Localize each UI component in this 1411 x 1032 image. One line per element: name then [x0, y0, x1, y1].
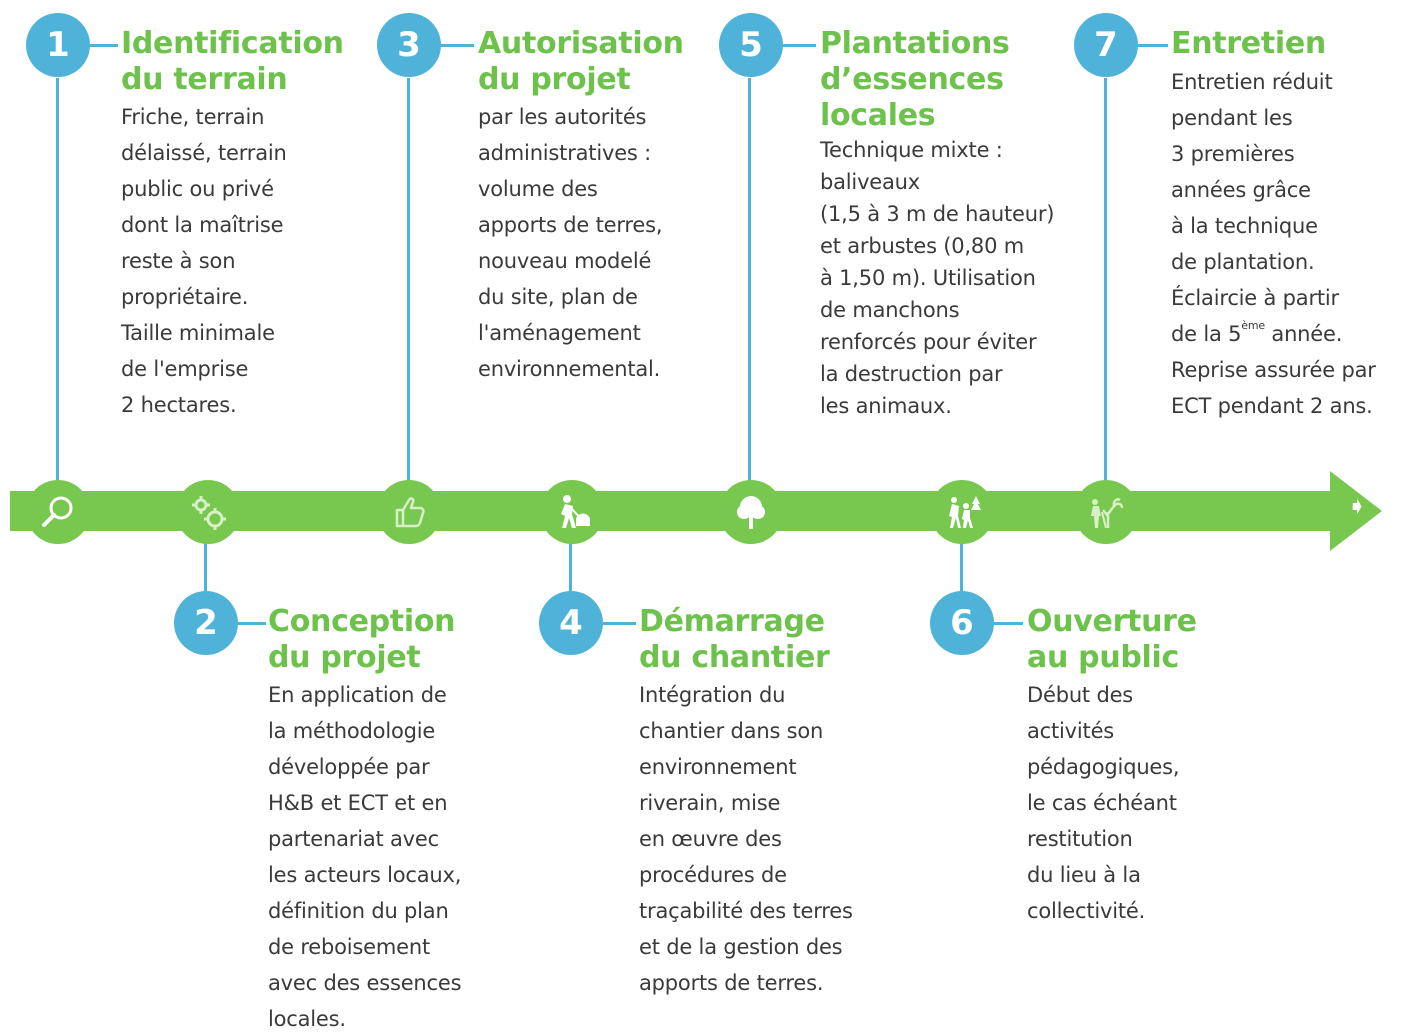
connector-step-1 — [56, 78, 59, 498]
step-description-1: Friche, terrain délaissé, terrain public… — [121, 105, 287, 417]
connector-step-2 — [204, 530, 207, 602]
gardener-icon — [1074, 480, 1138, 544]
connector-step-5 — [748, 78, 751, 498]
gears-icon — [176, 480, 240, 544]
number-link-3 — [440, 44, 474, 47]
step-title-7: Entretien — [1171, 26, 1326, 61]
step-number-6: 6 — [930, 591, 994, 655]
step-description-6: Début des activités pédagogiques, le cas… — [1027, 683, 1180, 923]
step-title-4: Démarrage du chantier — [639, 604, 830, 675]
step-number-3: 3 — [377, 13, 441, 77]
number-link-1 — [88, 44, 118, 47]
step-description-2: En application de la méthodologie dévelo… — [268, 683, 462, 1031]
step-title-1: Identification du terrain — [121, 26, 344, 97]
step-number-2: 2 — [174, 591, 238, 655]
step-description-7: Entretien réduit pendant les 3 premières… — [1171, 64, 1376, 424]
step-title-2: Conception du projet — [268, 604, 456, 675]
step-title-3: Autorisation du projet — [478, 26, 684, 97]
number-link-2 — [236, 622, 266, 625]
hikers-icon — [930, 480, 994, 544]
step-description-5: Technique mixte : baliveaux (1,5 à 3 m d… — [820, 138, 1055, 418]
arrow-end-icon: ➧ — [1347, 492, 1368, 520]
worker-shovel-icon — [540, 480, 604, 544]
search-icon — [26, 480, 90, 544]
connector-step-4 — [569, 530, 572, 602]
connector-step-3 — [407, 78, 410, 498]
thumbs-up-icon — [377, 480, 441, 544]
step-7-text-end: année. Reprise assurée par ECT pendant 2… — [1171, 322, 1376, 418]
number-link-7 — [1138, 44, 1168, 47]
tree-icon — [719, 480, 783, 544]
connector-step-7 — [1104, 78, 1107, 498]
connector-step-6 — [960, 530, 963, 602]
timeline-arrowhead — [1330, 471, 1382, 551]
step-7-superscript: ème — [1241, 319, 1265, 332]
number-link-4 — [602, 622, 636, 625]
step-7-text-main: Entretien réduit pendant les 3 premières… — [1171, 70, 1339, 346]
number-link-5 — [782, 44, 816, 47]
step-number-1: 1 — [26, 13, 90, 77]
step-description-4: Intégration du chantier dans son environ… — [639, 683, 853, 995]
step-description-3: par les autorités administratives : volu… — [478, 105, 663, 381]
step-number-5: 5 — [719, 13, 783, 77]
number-link-6 — [993, 622, 1023, 625]
step-title-5: Plantations d’essences locales — [820, 26, 1010, 133]
step-number-7: 7 — [1074, 13, 1138, 77]
step-title-6: Ouverture au public — [1027, 604, 1197, 675]
step-number-4: 4 — [539, 591, 603, 655]
